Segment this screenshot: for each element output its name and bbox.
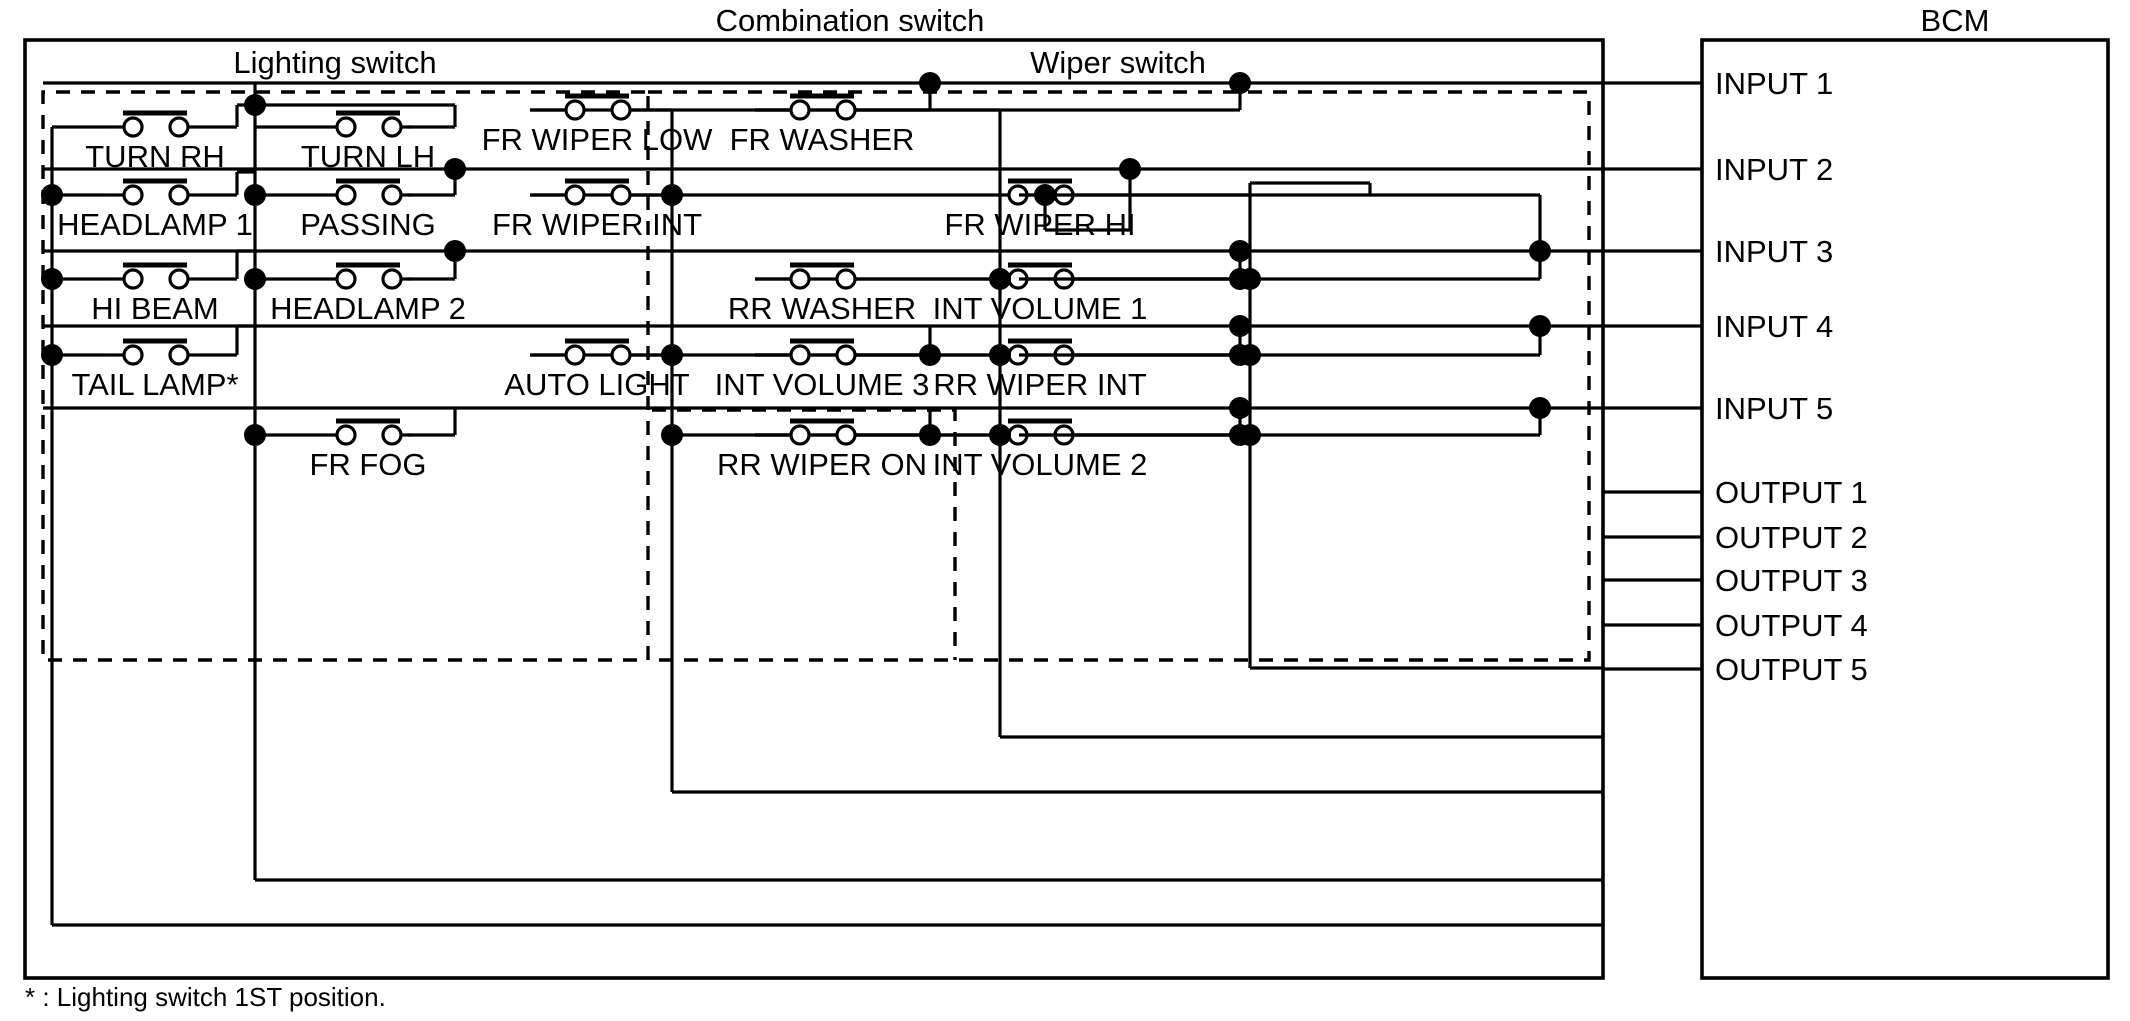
wiper-switch-symbols: FR WIPER LOW FR WASHER FR WIPER INT FR W…: [482, 93, 1470, 482]
bcm-terminal-input-3: INPUT 3: [1715, 234, 1833, 269]
switch-headlamp-2[interactable]: HEADLAMP 2: [270, 262, 466, 326]
wiper-switch-dashed-region: [646, 90, 1591, 662]
bcm-box: [1700, 38, 2110, 980]
combination-switch-title: Combination switch: [716, 3, 985, 38]
bcm-terminal-input-2: INPUT 2: [1715, 152, 1833, 187]
switch-label-int-volume-1: INT VOLUME 1: [933, 291, 1148, 326]
bcm-terminal-input-1: INPUT 1: [1715, 66, 1833, 101]
switch-label-rr-wiper-on: RR WIPER ON: [717, 447, 927, 482]
switch-int-volume-2[interactable]: INT VOLUME 2: [933, 418, 1220, 482]
switch-label-fr-washer: FR WASHER: [730, 122, 915, 157]
switch-label-auto-light: AUTO LIGHT: [504, 367, 690, 402]
switch-fr-wiper-low[interactable]: FR WIPER LOW: [482, 93, 714, 157]
lighting-switch-title: Lighting switch: [233, 45, 436, 80]
lighting-switch-symbols: TURN RH TURN LH HEADLAMP 1 PASSING: [57, 110, 466, 482]
switch-int-volume-3[interactable]: INT VOLUME 3: [715, 338, 930, 402]
bcm-terminal-input-4: INPUT 4: [1715, 309, 1833, 344]
input-bus-lines: [43, 81, 1603, 410]
switch-label-headlamp-1: HEADLAMP 1: [57, 207, 253, 242]
switch-rr-washer[interactable]: RR WASHER: [728, 262, 916, 326]
switch-label-tail-lamp: TAIL LAMP*: [71, 367, 238, 402]
switch-label-headlamp-2: HEADLAMP 2: [270, 291, 466, 326]
switch-fr-washer[interactable]: FR WASHER: [730, 93, 915, 157]
switch-int-volume-1[interactable]: INT VOLUME 1: [933, 262, 1220, 326]
switch-auto-light[interactable]: AUTO LIGHT: [504, 338, 690, 402]
switch-turn-rh[interactable]: TURN RH: [85, 110, 225, 174]
switch-fr-wiper-hi[interactable]: FR WIPER HI: [944, 178, 1470, 242]
switch-headlamp-1[interactable]: HEADLAMP 1: [57, 178, 253, 242]
switch-label-rr-wiper-int: RR WIPER INT: [933, 367, 1147, 402]
switch-label-int-volume-3: INT VOLUME 3: [715, 367, 930, 402]
junction-nodes: [41, 72, 1551, 446]
switch-label-turn-rh: TURN RH: [85, 139, 225, 174]
switch-label-fr-fog: FR FOG: [309, 447, 426, 482]
bcm-terminal-output-3: OUTPUT 3: [1715, 563, 1868, 598]
bcm-terminal-output-4: OUTPUT 4: [1715, 608, 1868, 643]
auto-light-dashed-region: [652, 408, 957, 660]
switch-label-hi-beam: HI BEAM: [91, 291, 218, 326]
switch-fr-wiper-int[interactable]: FR WIPER INT: [492, 178, 702, 242]
switch-label-int-volume-2: INT VOLUME 2: [933, 447, 1148, 482]
switch-passing[interactable]: PASSING: [300, 178, 436, 242]
footnote: * : Lighting switch 1ST position.: [25, 982, 386, 1012]
switch-label-passing: PASSING: [300, 207, 436, 242]
switch-label-fr-wiper-int: FR WIPER INT: [492, 207, 702, 242]
switch-turn-lh[interactable]: TURN LH: [301, 110, 435, 174]
bcm-terminal-labels: INPUT 1 INPUT 2 INPUT 3 INPUT 4 INPUT 5 …: [1715, 66, 1868, 687]
bcm-title: BCM: [1921, 3, 1990, 38]
switch-label-rr-washer: RR WASHER: [728, 291, 916, 326]
wiper-switch-title: Wiper switch: [1030, 45, 1206, 80]
switch-label-fr-wiper-low: FR WIPER LOW: [482, 122, 714, 157]
switch-label-fr-wiper-hi: FR WIPER HI: [944, 207, 1135, 242]
bcm-terminal-input-5: INPUT 5: [1715, 391, 1833, 426]
bcm-terminal-leads: [1603, 81, 1702, 671]
lighting-switch-dashed-region: [41, 90, 645, 662]
switch-tail-lamp[interactable]: TAIL LAMP*: [71, 338, 239, 402]
bcm-terminal-output-5: OUTPUT 5: [1715, 652, 1868, 687]
switch-fr-fog[interactable]: FR FOG: [309, 418, 427, 482]
combination-switch-box: [23, 38, 1605, 980]
switch-hi-beam[interactable]: HI BEAM: [91, 262, 219, 326]
bcm-terminal-output-1: OUTPUT 1: [1715, 475, 1868, 510]
switch-rr-wiper-int[interactable]: RR WIPER INT: [933, 338, 1220, 402]
switch-label-turn-lh: TURN LH: [301, 139, 435, 174]
lighting-switch-wiring: [50, 83, 1603, 927]
switch-rr-wiper-on[interactable]: RR WIPER ON: [717, 418, 927, 482]
bcm-terminal-output-2: OUTPUT 2: [1715, 520, 1868, 555]
